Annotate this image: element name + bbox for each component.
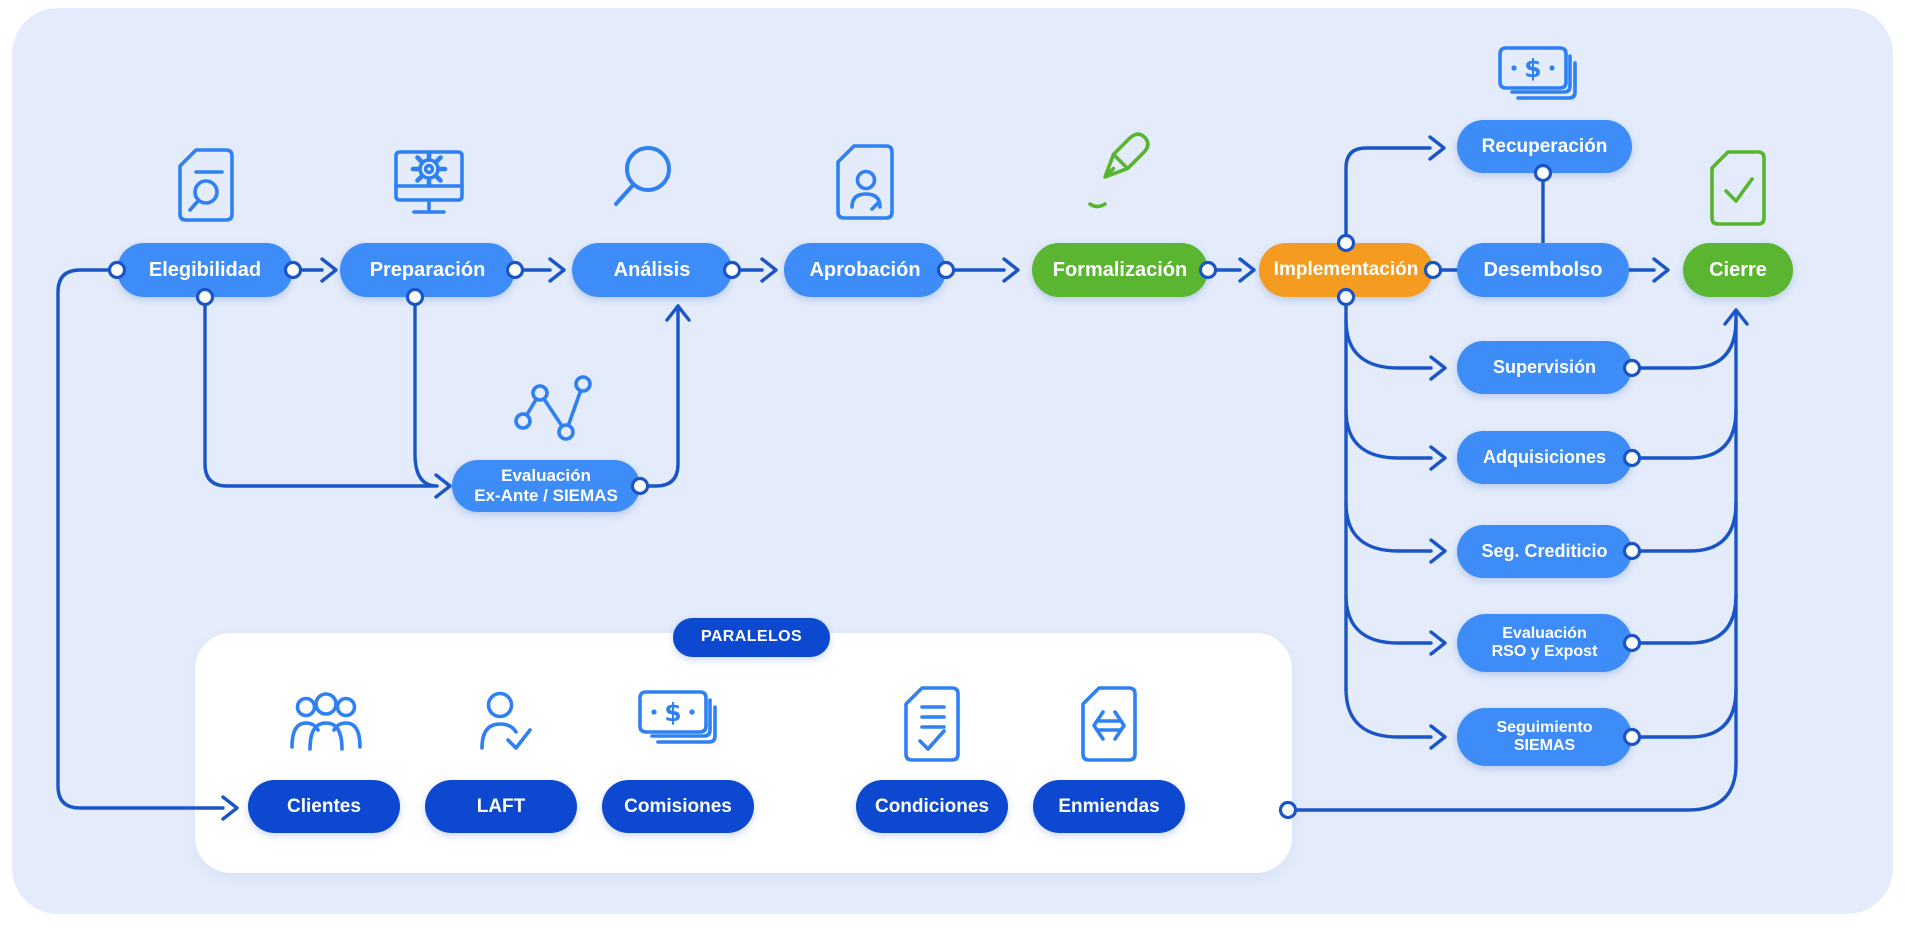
- paralelos-title-pill: PARALELOS: [673, 618, 830, 657]
- pill-seguimiento-siemas: Seguimiento SIEMAS: [1457, 708, 1632, 766]
- pill-clientes: Clientes: [248, 780, 400, 833]
- stage-pill-implementacion: Implementación: [1259, 243, 1433, 297]
- pill-seg-crediticio: Seg. Crediticio: [1457, 525, 1632, 578]
- stage-pill-aprobacion: Aprobación: [784, 243, 946, 297]
- pill-label: Clientes: [287, 795, 361, 817]
- pill-label-line2: Ex-Ante / SIEMAS: [474, 486, 618, 505]
- pill-label: Recuperación: [1481, 135, 1608, 157]
- stage-pill-elegibilidad: Elegibilidad: [117, 243, 293, 297]
- stage-label: Análisis: [613, 258, 691, 281]
- pill-evaluacion-exante-siemas: Evaluación Ex-Ante / SIEMAS: [452, 460, 640, 512]
- pill-adquisiciones: Adquisiciones: [1457, 431, 1632, 484]
- paralelos-card: [195, 633, 1292, 873]
- pill-comisiones: Comisiones: [602, 780, 754, 833]
- pill-label: Comisiones: [624, 795, 732, 817]
- stage-label: Implementación: [1273, 259, 1419, 281]
- pill-label-line1: Evaluación: [1502, 624, 1587, 642]
- pill-supervision: Supervisión: [1457, 341, 1632, 394]
- stage-label: Formalización: [1052, 258, 1188, 281]
- pill-label: LAFT: [476, 795, 526, 817]
- pill-label: Supervisión: [1492, 357, 1597, 378]
- pill-laft: LAFT: [425, 780, 577, 833]
- stage-pill-cierre: Cierre: [1683, 243, 1793, 297]
- stage-label: Desembolso: [1483, 258, 1603, 281]
- pill-label: Enmiendas: [1058, 795, 1160, 817]
- stage-label: Preparación: [369, 258, 486, 281]
- pill-condiciones: Condiciones: [856, 780, 1008, 833]
- pill-label: Condiciones: [874, 795, 989, 817]
- stage-pill-analisis: Análisis: [572, 243, 732, 297]
- pill-label-line2: SIEMAS: [1513, 737, 1576, 754]
- paralelos-title: PARALELOS: [700, 628, 803, 646]
- stage-pill-formalizacion: Formalización: [1032, 243, 1208, 297]
- pill-label-line2: RSO y Expost: [1491, 643, 1598, 660]
- stage-pill-preparacion: Preparación: [340, 243, 515, 297]
- pill-label: Adquisiciones: [1482, 447, 1607, 468]
- pill-enmiendas: Enmiendas: [1033, 780, 1185, 833]
- stage-label: Elegibilidad: [148, 258, 262, 281]
- pill-label: Seg. Crediticio: [1481, 541, 1608, 562]
- stage-pill-desembolso: Desembolso: [1457, 243, 1629, 297]
- pill-recuperacion: Recuperación: [1457, 120, 1632, 173]
- stage-label: Aprobación: [809, 258, 921, 281]
- pill-label-line1: Seguimiento: [1496, 718, 1593, 736]
- pill-evaluacion-rso-expost: Evaluación RSO y Expost: [1457, 614, 1632, 672]
- stage-label: Cierre: [1709, 258, 1767, 281]
- pill-label-line1: Evaluación: [501, 466, 591, 486]
